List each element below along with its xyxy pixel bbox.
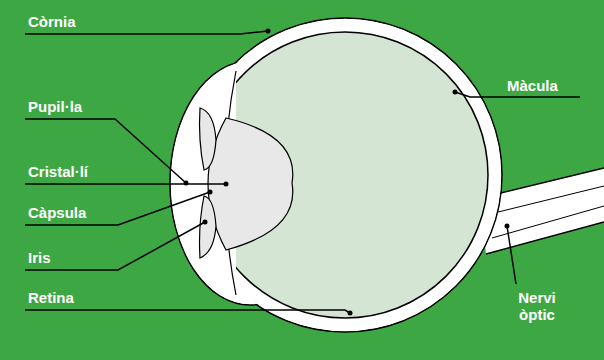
leader-dot [184, 181, 189, 186]
leader-dot [203, 220, 208, 225]
leader-line [25, 192, 210, 225]
leader-dot [208, 190, 213, 195]
part-label: Iris [28, 249, 51, 266]
part-label: Nervi òptic [503, 289, 571, 323]
iris-lower [200, 196, 217, 258]
part-label: Màcula [507, 77, 558, 94]
part-label: Còrnia [28, 13, 76, 30]
leader-line [25, 119, 186, 183]
leader-dot [224, 182, 229, 187]
leader-line [507, 226, 516, 284]
nerve-fibre [490, 186, 604, 214]
leader-line [25, 31, 268, 34]
leader-line [25, 183, 226, 185]
part-label: Càpsula [28, 204, 86, 221]
leader-dot [453, 90, 458, 95]
part-label: Retina [28, 289, 74, 306]
iris-upper [200, 108, 217, 170]
leader-dot [505, 224, 510, 229]
nerve-outline [486, 222, 604, 254]
leader-dot [266, 29, 271, 34]
vitreous-body [236, 32, 488, 318]
part-label: Pupil·la [28, 98, 82, 115]
leader-line [25, 310, 350, 313]
leader-dot [348, 311, 353, 316]
part-label: Cristal·lí [28, 163, 88, 180]
leader-line [25, 222, 205, 270]
